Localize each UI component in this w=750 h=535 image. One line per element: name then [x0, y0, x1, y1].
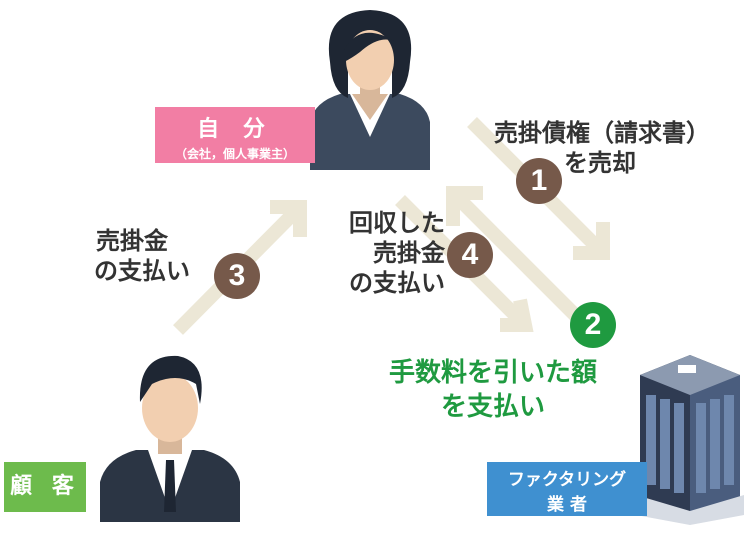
step3-badge: 3	[214, 253, 260, 299]
step1-line1: 売掛債権（請求書）	[494, 119, 710, 147]
customer-label: 顧 客	[4, 462, 86, 512]
step3-line1: 売掛金	[96, 227, 168, 255]
step4-line3: の支払い	[349, 269, 445, 297]
step1-line2: を売却	[564, 149, 636, 177]
arrowhead-customer-to-self	[270, 200, 307, 237]
step4-text: 回収した 売掛金 の支払い	[333, 208, 445, 298]
office-building-icon	[636, 355, 744, 525]
self-subtitle: （会社，個人事業主）	[174, 147, 295, 161]
factoring-title-line2: 業 者	[547, 495, 587, 515]
businessman-icon	[100, 355, 240, 522]
self-title: 自 分	[197, 117, 273, 142]
step3-line2: の支払い	[94, 257, 190, 285]
step2-line2: を支払い	[440, 392, 545, 422]
arrowhead-sell-receivable	[573, 222, 610, 260]
step4-line1: 回収した	[349, 209, 445, 237]
step2-text: 手数料を引いた額 を支払い	[368, 356, 618, 424]
step2-line1: 手数料を引いた額	[388, 358, 597, 388]
factoring-label: ファクタリング 業 者	[487, 462, 647, 516]
step1-text: 売掛債権（請求書） を売却	[494, 118, 710, 178]
step4-badge: 4	[447, 232, 493, 278]
factoring-title-line1: ファクタリング	[507, 470, 627, 490]
step4-line2: 売掛金	[373, 239, 445, 267]
step1-badge: 1	[516, 158, 562, 204]
step2-badge: 2	[570, 302, 616, 348]
arrow-payment-to-self	[453, 193, 593, 333]
businesswoman-icon	[310, 10, 430, 170]
step3-text: 売掛金 の支払い	[94, 226, 190, 286]
self-label: 自 分 （会社，個人事業主）	[155, 107, 315, 163]
arrowhead-collected-payment	[500, 298, 534, 332]
arrowhead-payment-to-self	[446, 186, 483, 226]
